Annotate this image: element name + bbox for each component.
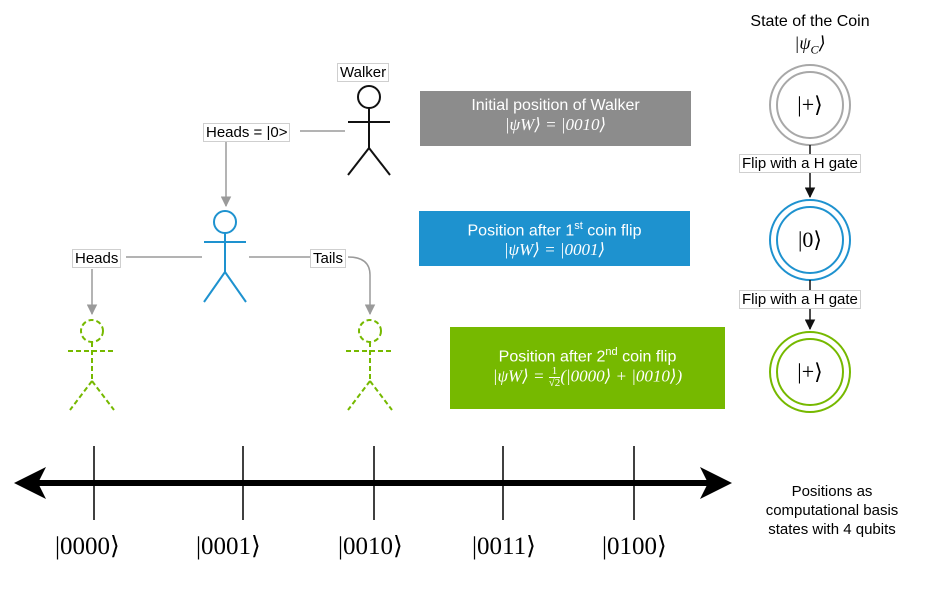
second-flip-box: Position after 2nd coin flip |ψW⟩ = 1√2(… xyxy=(450,327,725,409)
first-flip-title: Position after 1st coin flip xyxy=(467,220,642,240)
coin-state-symbol: |ψC⟩ xyxy=(794,33,826,57)
heads0-connector xyxy=(220,130,345,208)
second-flip-state: |ψW⟩ = 1√2(|0000⟩ + |0010⟩) xyxy=(492,365,683,390)
walker-label: Walker xyxy=(337,63,390,82)
coin-state-3: |+⟩ xyxy=(797,359,823,384)
position-0001: |0001⟩ xyxy=(196,533,261,560)
second-flip-title: Position after 2nd coin flip xyxy=(498,346,677,366)
position-0011: |0011⟩ xyxy=(472,533,536,560)
heads-connector xyxy=(86,256,202,316)
walker-figure xyxy=(347,85,391,176)
initial-position-title: Initial position of Walker xyxy=(471,97,640,114)
flip-label-1: Flip with a H gate xyxy=(739,154,861,173)
coin-state-2: |0⟩ xyxy=(798,227,822,252)
first-flip-box: Position after 1st coin flip |ψW⟩ = |000… xyxy=(419,211,690,266)
tails-connector xyxy=(249,256,376,316)
position-0010: |0010⟩ xyxy=(338,533,403,560)
heads-label: Heads xyxy=(72,249,122,268)
initial-position-state: |ψW⟩ = |0010⟩ xyxy=(504,115,607,134)
heads0-label: Heads = |0> xyxy=(203,123,291,142)
coin-state-1: |+⟩ xyxy=(797,92,823,117)
flip-label-2: Flip with a H gate xyxy=(739,290,861,309)
coin-title: State of the Coin xyxy=(750,13,870,30)
walker-superposition-right xyxy=(346,319,394,411)
one-over-root-two: 1√2 xyxy=(548,365,561,390)
axis-caption: Positions as computational basis states … xyxy=(765,483,899,538)
tails-label: Tails xyxy=(310,249,347,268)
position-number-line xyxy=(14,446,732,520)
coin-state-3-circle xyxy=(769,331,851,413)
position-0100: |0100⟩ xyxy=(602,533,667,560)
walker-after-first-flip xyxy=(203,210,247,303)
first-flip-state: |ψW⟩ = |0001⟩ xyxy=(503,240,606,260)
position-0000: |0000⟩ xyxy=(55,533,120,560)
initial-position-box: Initial position of Walker |ψW⟩ = |0010⟩ xyxy=(420,91,691,146)
walker-superposition-left xyxy=(68,319,116,411)
